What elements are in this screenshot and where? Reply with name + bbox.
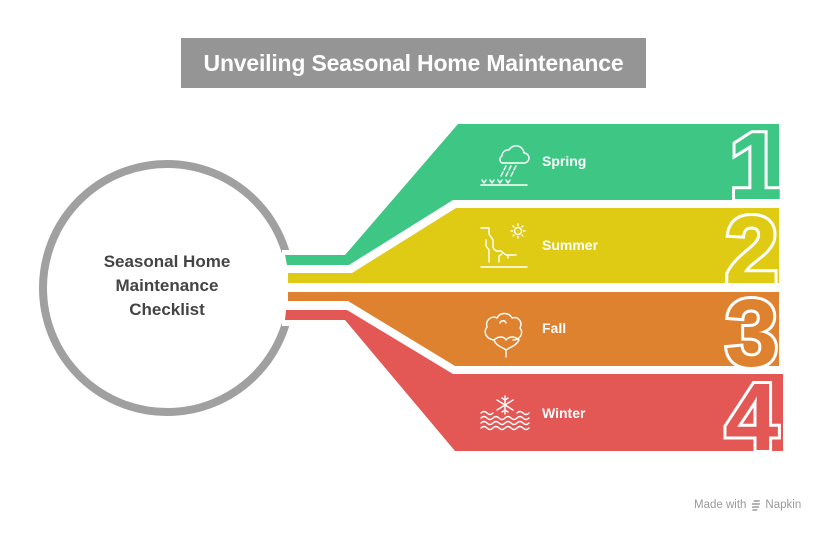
watermark-prefix: Made with xyxy=(694,499,747,511)
band-winter xyxy=(285,310,783,451)
rain-cloud-grass-icon xyxy=(480,145,530,186)
number-2: 2 xyxy=(725,197,778,304)
label-fall: Fall xyxy=(542,320,567,336)
number-3: 3 xyxy=(725,280,778,387)
page-title: Unveiling Seasonal Home Maintenance xyxy=(203,49,624,76)
title-banner: Unveiling Seasonal Home Maintenance xyxy=(181,38,646,88)
napkin-logo-icon xyxy=(752,499,761,511)
center-label-line-3: Checklist xyxy=(129,300,205,319)
center-label-line-2: Maintenance xyxy=(115,276,219,295)
band-spring xyxy=(285,124,779,265)
band-fall xyxy=(288,292,779,366)
watermark: Made with Napkin xyxy=(694,499,801,511)
number-4: 4 xyxy=(725,364,778,471)
sun-cliff-icon xyxy=(480,223,528,268)
snowflake-waves-icon xyxy=(480,395,530,431)
watermark-brand: Napkin xyxy=(765,499,802,511)
label-winter: Winter xyxy=(542,405,586,421)
label-spring: Spring xyxy=(542,153,587,169)
number-1: 1 xyxy=(729,113,782,220)
tree-icon xyxy=(484,312,523,358)
band-summer xyxy=(288,208,779,283)
center-label-line-1: Seasonal Home xyxy=(103,252,231,271)
center-label: Seasonal Home Maintenance Checklist xyxy=(62,250,272,322)
label-summer: Summer xyxy=(542,237,599,253)
